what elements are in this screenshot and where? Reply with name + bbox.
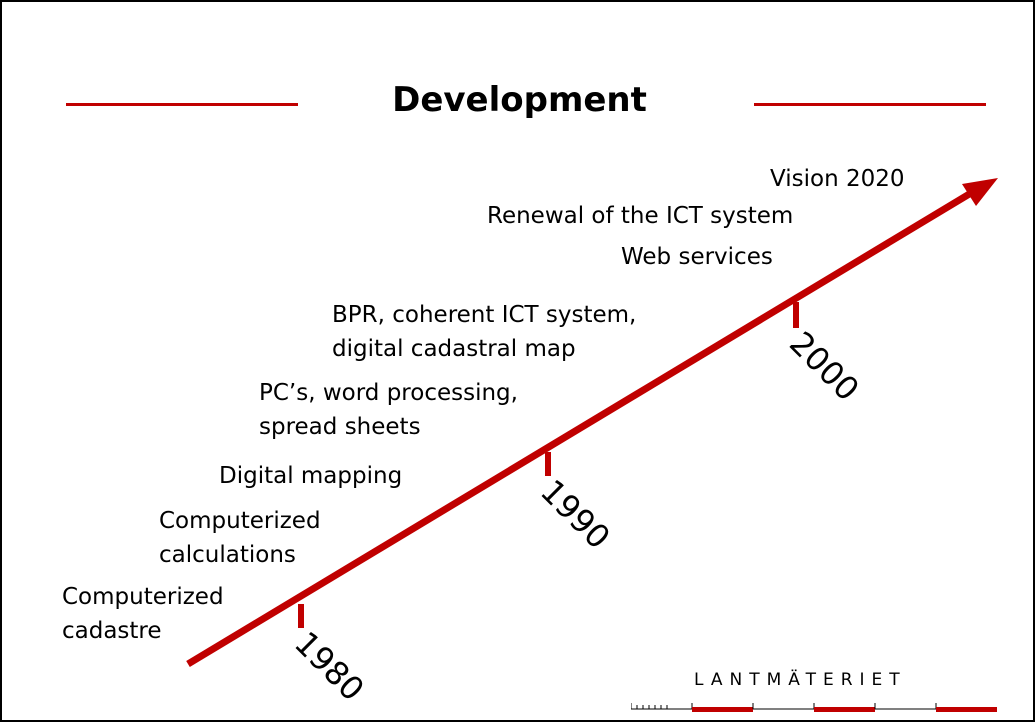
event-line: cadastre: [62, 618, 162, 644]
event-line: Renewal of the ICT system: [487, 203, 794, 229]
event-line: spread sheets: [259, 414, 421, 440]
event-line: digital cadastral map: [332, 336, 576, 362]
event-pcs-word-processing: PC’s, word processing, spread sheets: [259, 376, 518, 444]
event-digital-mapping: Digital mapping: [219, 459, 402, 493]
timeline-arrowhead: [962, 178, 998, 206]
event-line: Vision 2020: [770, 166, 905, 192]
event-line: Computerized: [159, 508, 321, 534]
event-line: Web services: [621, 244, 773, 270]
event-line: PC’s, word processing,: [259, 380, 518, 406]
event-line: BPR, coherent ICT system,: [332, 302, 637, 328]
title-rule-right: [754, 103, 986, 106]
event-vision-2020: Vision 2020: [770, 162, 905, 196]
event-line: Computerized: [62, 584, 224, 610]
event-computerized-calculations: Computerized calculations: [159, 504, 321, 572]
timeline-line: [186, 187, 978, 667]
title-rule-left: [66, 103, 298, 106]
event-line: calculations: [159, 542, 296, 568]
logo-text: LANTMÄTERIET: [694, 670, 907, 690]
event-renewal-ict: Renewal of the ICT system: [487, 199, 793, 233]
event-line: Digital mapping: [219, 463, 403, 489]
event-computerized-cadastre: Computerized cadastre: [62, 580, 224, 648]
logo-scale-bar: [631, 703, 997, 712]
slide-title: Development: [392, 80, 647, 120]
event-bpr-coherent-ict: BPR, coherent ICT system, digital cadast…: [332, 298, 636, 366]
event-web-services: Web services: [621, 240, 773, 274]
